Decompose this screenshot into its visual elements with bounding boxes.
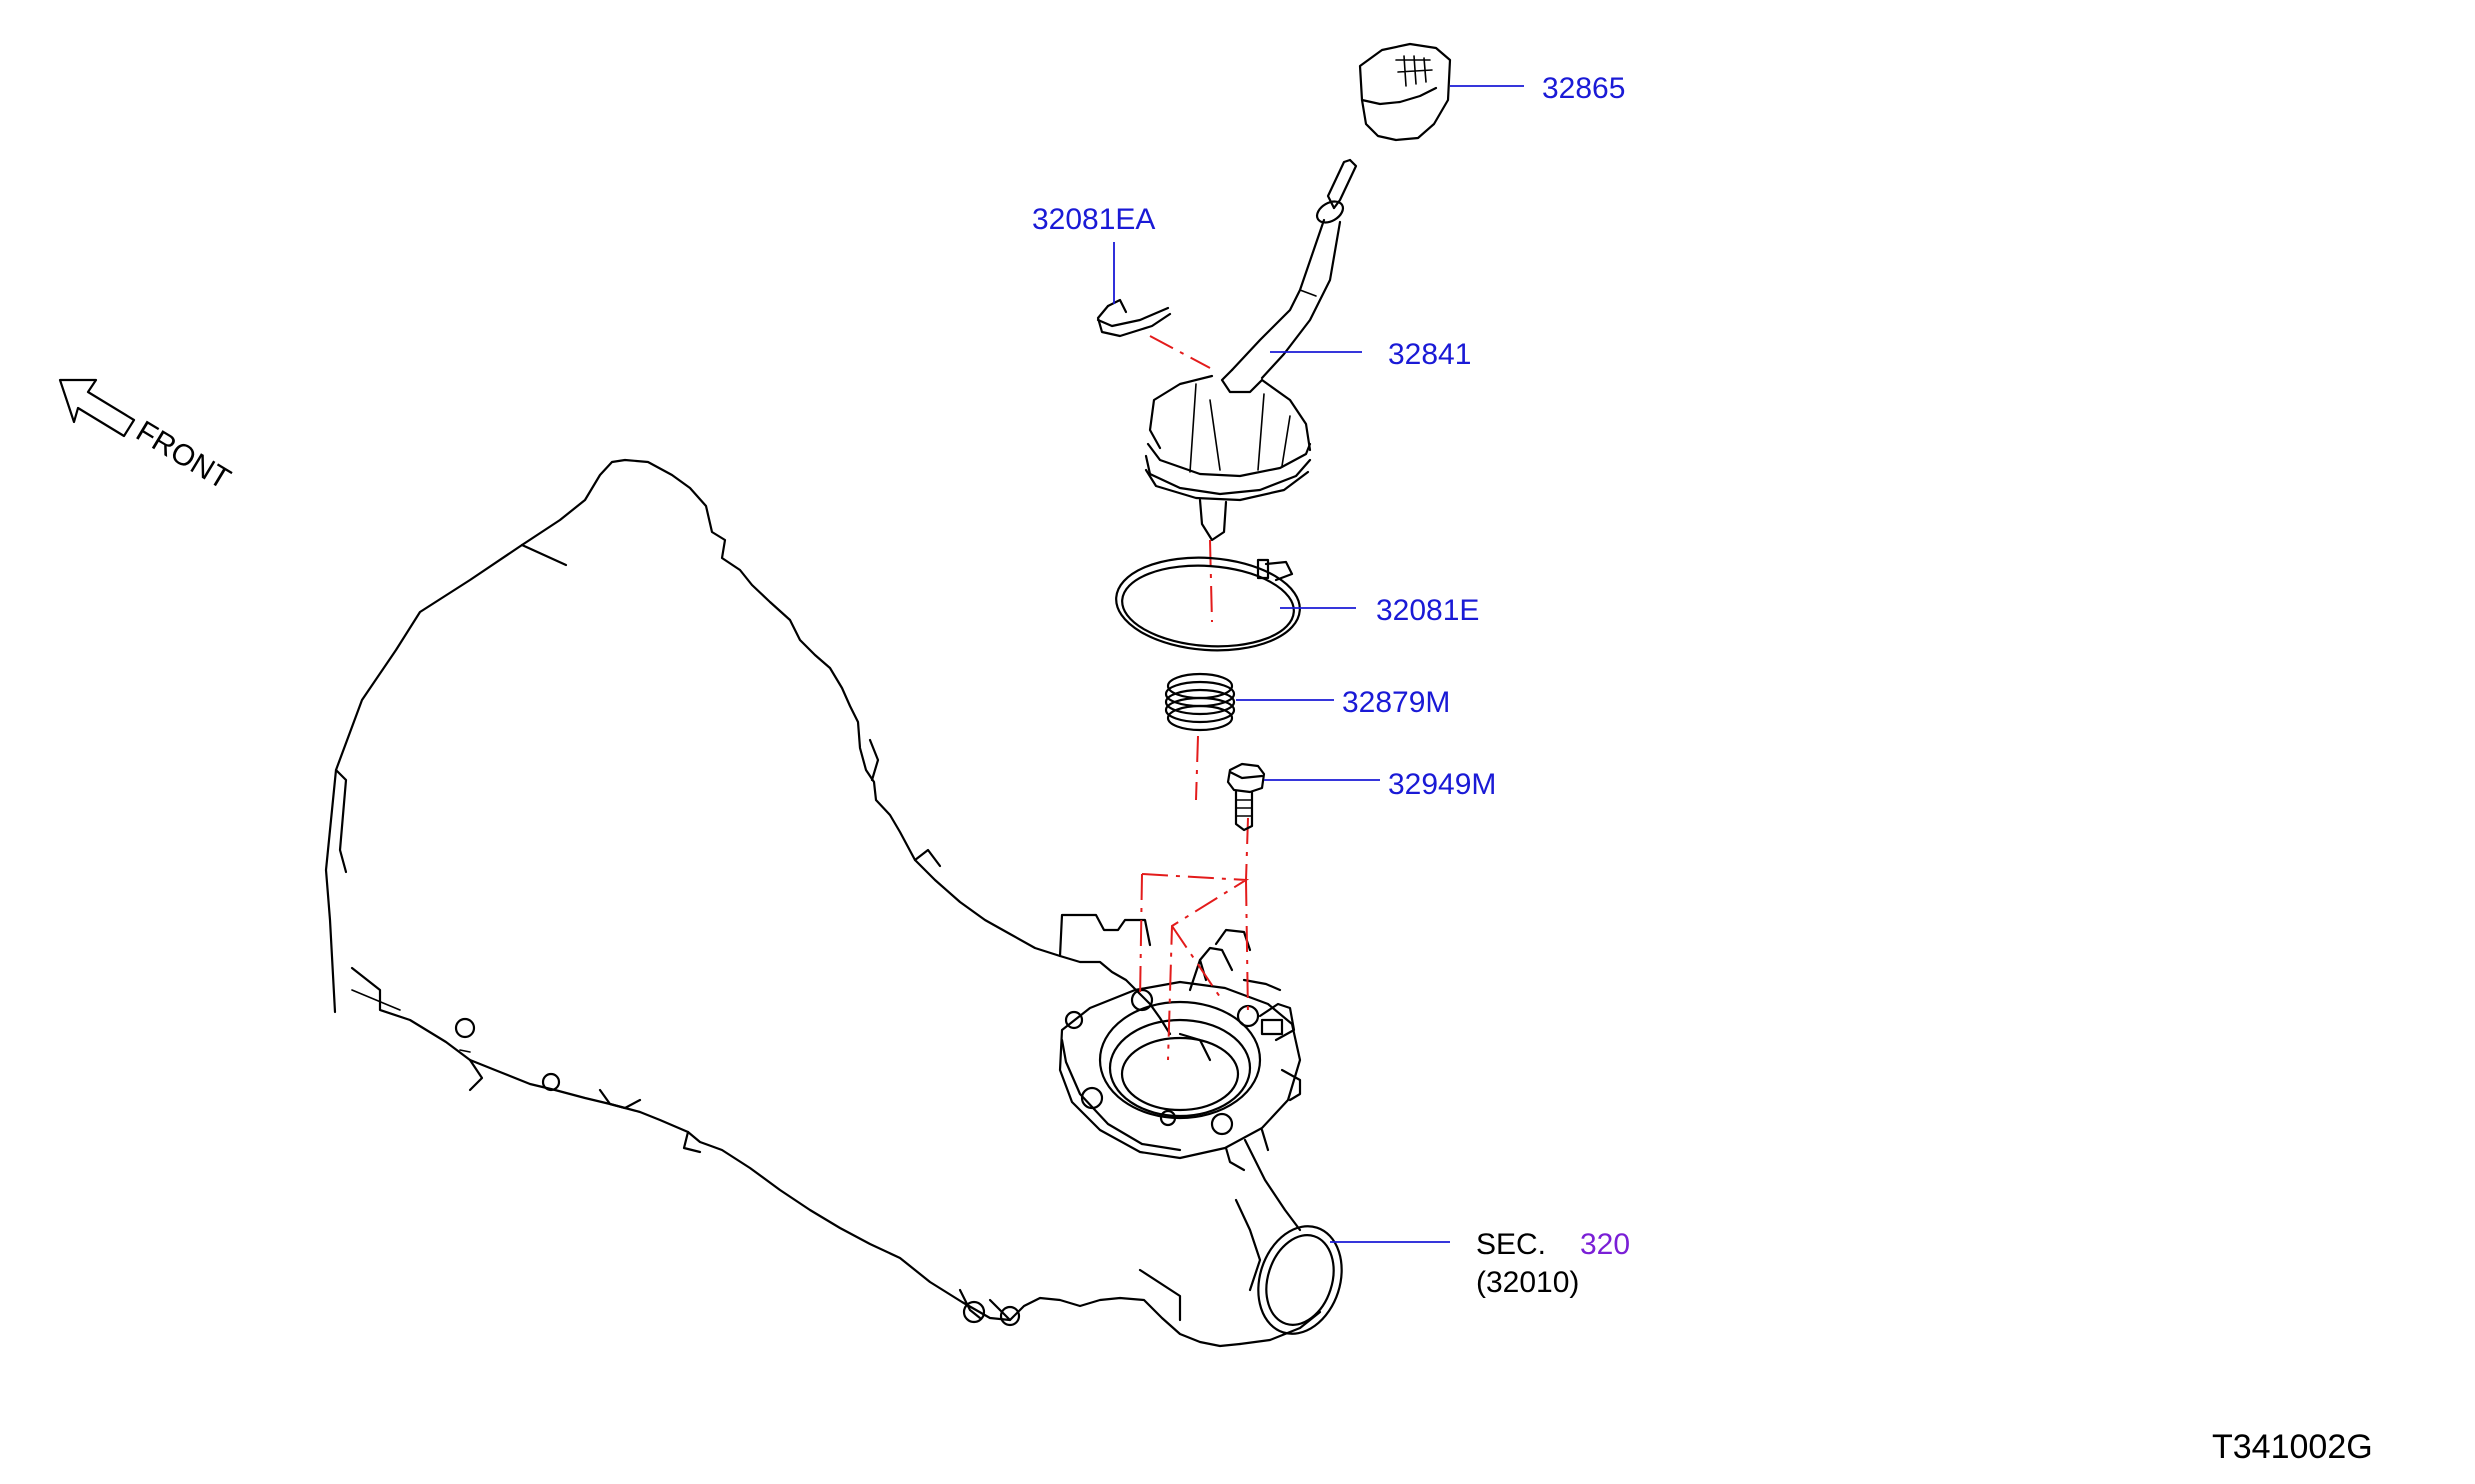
retaining-clip-part bbox=[1096, 242, 1172, 338]
part-number-32081E: 32081E bbox=[1376, 594, 1479, 627]
diagram-code: T341002G bbox=[2212, 1428, 2373, 1466]
shift-knob-part bbox=[1358, 42, 1524, 142]
part-number-32879M: 32879M bbox=[1342, 686, 1450, 719]
part-number-32841: 32841 bbox=[1388, 338, 1471, 371]
part-number-32081EA: 32081EA bbox=[1032, 203, 1155, 236]
return-spring-part bbox=[1164, 672, 1334, 732]
part-number-32865: 32865 bbox=[1542, 72, 1625, 105]
shifter-base-assembly bbox=[1058, 928, 1302, 1172]
section-part-number: (32010) bbox=[1476, 1266, 1579, 1299]
front-label: FRONT bbox=[130, 415, 236, 497]
transmission-housing bbox=[324, 458, 1343, 1348]
front-arrow-icon bbox=[58, 378, 136, 438]
clamp-band-part bbox=[1115, 556, 1356, 652]
mounting-bolt-part bbox=[1226, 762, 1380, 832]
section-prefix: SEC. bbox=[1476, 1228, 1546, 1261]
section-number-link[interactable]: 320 bbox=[1580, 1228, 1630, 1261]
shift-lever-part bbox=[1144, 158, 1362, 542]
part-number-32949M: 32949M bbox=[1388, 768, 1496, 801]
